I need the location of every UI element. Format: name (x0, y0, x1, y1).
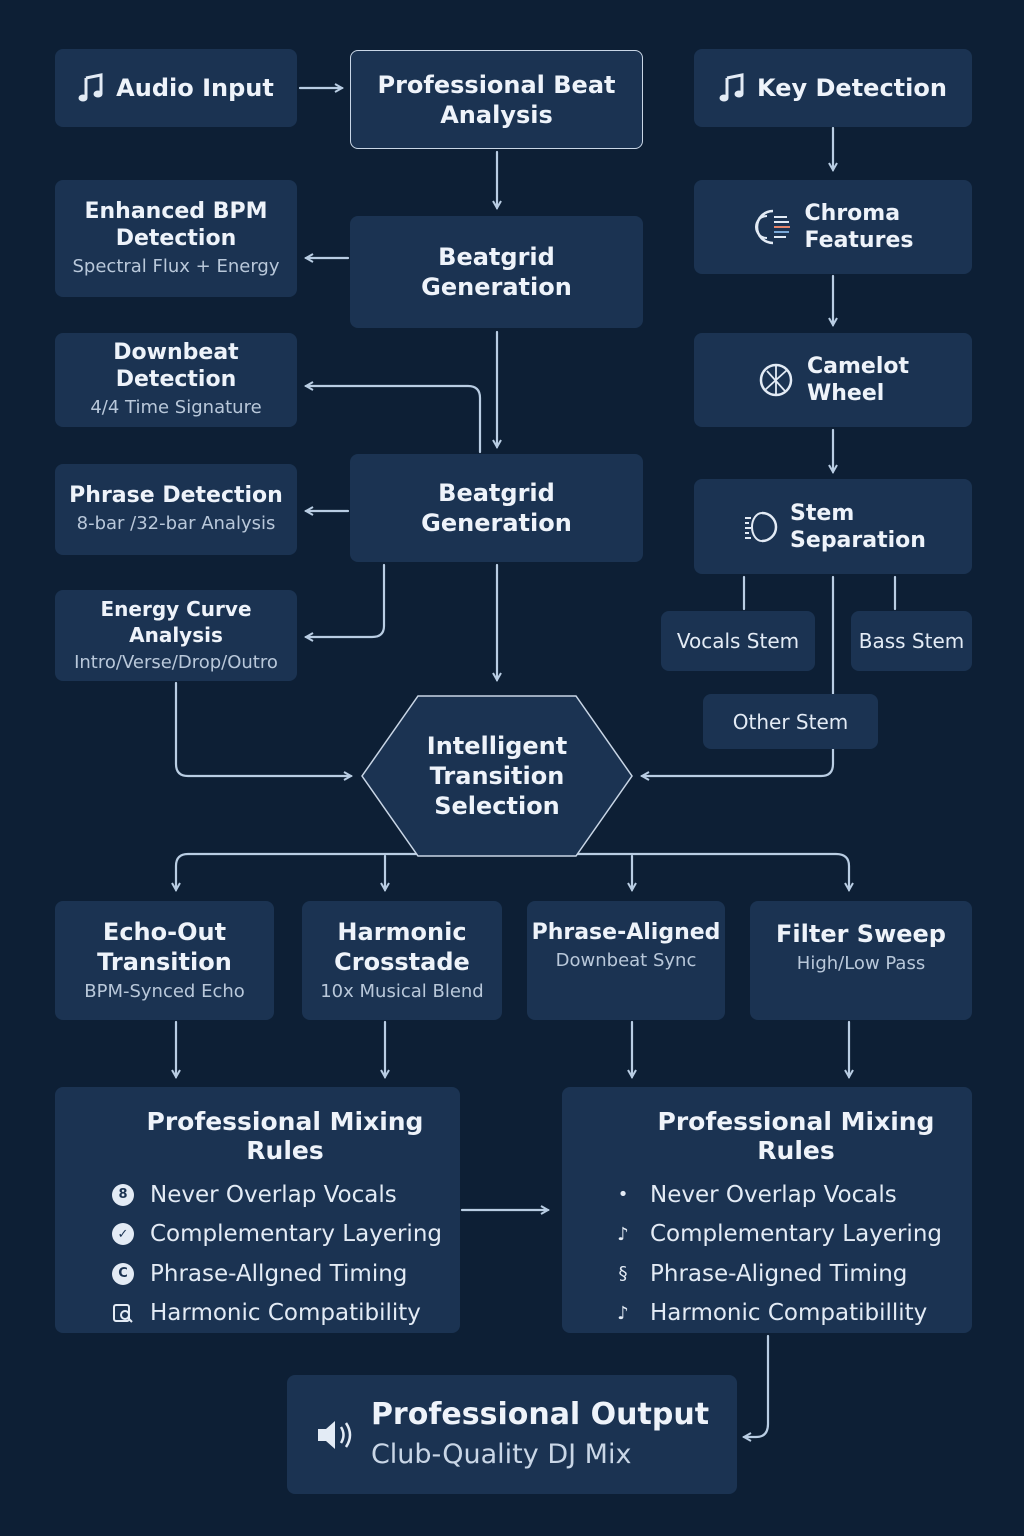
beatgrid-generation-node-1: Beatgrid Generation (350, 216, 643, 328)
harmonic-node: Harmonic Crosstade 10x Musical Blend (302, 901, 502, 1020)
output-title: Professional Output (370, 1396, 710, 1432)
camelot-wheel-node: Camelot Wheel (694, 333, 972, 427)
output-subtitle: Club-Quality DJ Mix (370, 1438, 632, 1470)
bass-stem-title: Bass Stem (858, 629, 965, 653)
rule-text: Phrase-Aligned Timing (650, 1260, 908, 1287)
mixing-rules-left-panel: Professional Mixing Rules 8 Never Overla… (55, 1087, 460, 1333)
rules-right-title: Professional Mixing Rules (657, 1107, 935, 1165)
check-circle-icon: ✓ (112, 1223, 134, 1246)
filter-sweep-node: Filter Sweep High/Low Pass (750, 901, 972, 1020)
echo-out-title: Echo-Out Transition (97, 917, 232, 976)
rule-item: ♪ Complementary Layering (610, 1215, 942, 1255)
phrase-detection-node: Phrase Detection 8-bar /32-bar Analysis (55, 464, 297, 555)
camelot-title: Camelot Wheel (806, 354, 909, 406)
downbeat-subtitle: 4/4 Time Signature (90, 397, 262, 418)
music-note-icon: ♪ (617, 1223, 629, 1245)
bass-stem-node: Bass Stem (851, 611, 972, 671)
transition-selection-title: Intelligent Transition Selection (426, 732, 568, 820)
camelot-wheel-icon (757, 361, 795, 399)
rule-item: ✓ Complementary Layering (110, 1215, 442, 1255)
bpm-detection-title: Enhanced BPM Detection (84, 198, 268, 251)
rule-item: § Phrase-Aligned Timing (610, 1254, 908, 1294)
filter-sweep-title: Filter Sweep (776, 920, 946, 948)
rule-text: Complementary Layering (150, 1221, 442, 1248)
rule-text: Harmonic Compatibility (150, 1300, 421, 1327)
downbeat-detection-node: Downbeat Detection 4/4 Time Signature (55, 333, 297, 427)
echo-out-node: Echo-Out Transition BPM-Synced Echo (55, 901, 274, 1020)
beatgrid-1-title: Beatgrid Generation (421, 243, 572, 301)
transition-selection-node: Intelligent Transition Selection (400, 712, 594, 840)
bpm-detection-node: Enhanced BPM Detection Spectral Flux + E… (55, 180, 297, 297)
music-note-icon: ♪ (617, 1302, 629, 1324)
echo-out-subtitle: BPM-Synced Echo (84, 980, 245, 1002)
stem-separation-node: Stem Separation (694, 479, 972, 574)
beatgrid-generation-node-2: Beatgrid Generation (350, 454, 643, 562)
music-note-icon (719, 73, 745, 103)
beat-analysis-title: Professional Beat Analysis (377, 70, 616, 129)
rule-item: • Never Overlap Vocals (610, 1175, 897, 1215)
stem-separation-icon (740, 508, 778, 546)
phrase-title: Phrase Detection (69, 483, 283, 508)
rule-item: 8 Never Overlap Vocals (110, 1175, 397, 1215)
bpm-detection-subtitle: Spectral Flux + Energy (72, 255, 280, 277)
phrase-aligned-node: Phrase-Aligned Downbeat Sync (527, 901, 725, 1020)
other-stem-node: Other Stem (703, 694, 878, 749)
rule-text: Harmonic Compatibillity (650, 1300, 928, 1327)
energy-subtitle: Intro/Verse/Drop/Outro (74, 651, 278, 673)
music-note-icon (78, 73, 104, 103)
stem-sep-title: Stem Separation (790, 500, 926, 553)
rule-item: Harmonic Compatibility (110, 1294, 421, 1334)
filter-sweep-subtitle: High/Low Pass (796, 953, 926, 974)
speaker-icon (315, 1417, 355, 1453)
phrase-aligned-title: Phrase-Aligned (531, 920, 721, 945)
key-detection-node: Key Detection (694, 49, 972, 127)
section-icon: § (618, 1263, 628, 1285)
mixing-rules-right-panel: Professional Mixing Rules • Never Overla… (562, 1087, 972, 1333)
professional-output-node: Professional Output Club-Quality DJ Mix (287, 1375, 737, 1494)
square-search-icon (110, 1302, 136, 1324)
vocals-stem-title: Vocals Stem (676, 629, 800, 653)
harmonic-title: Harmonic Crosstade (334, 917, 470, 976)
rules-left-title: Professional Mixing Rules (146, 1107, 424, 1165)
chroma-title: Chroma Features (804, 201, 914, 253)
beatgrid-2-title: Beatgrid Generation (421, 479, 572, 537)
energy-curve-node: Energy Curve Analysis Intro/Verse/Drop/O… (55, 590, 297, 681)
bullet-icon: • (617, 1184, 629, 1206)
audio-input-title: Audio Input (116, 74, 274, 102)
rule-text: Never Overlap Vocals (150, 1181, 397, 1208)
transition-selection-hexagon (361, 695, 633, 857)
chroma-features-node: Chroma Features (694, 180, 972, 274)
vocals-stem-node: Vocals Stem (661, 611, 815, 671)
rule-text: Never Overlap Vocals (650, 1181, 897, 1208)
energy-title: Energy Curve Analysis (100, 596, 252, 647)
phrase-aligned-subtitle: Downbeat Sync (555, 950, 697, 971)
rule-text: Phrase-Allgned Timing (150, 1260, 408, 1287)
harmonic-subtitle: 10x Musical Blend (320, 980, 484, 1002)
key-detection-title: Key Detection (757, 74, 947, 102)
c-badge-icon: C (112, 1262, 134, 1285)
phrase-subtitle: 8-bar /32-bar Analysis (76, 513, 276, 534)
downbeat-title: Downbeat Detection (113, 340, 239, 392)
rule-item: C Phrase-Allgned Timing (110, 1254, 407, 1294)
audio-input-node: Audio Input (55, 49, 297, 127)
chroma-icon (753, 207, 793, 247)
rule-text: Complementary Layering (650, 1221, 942, 1248)
rule-item: ♪ Harmonic Compatibillity (610, 1294, 927, 1334)
other-stem-title: Other Stem (732, 709, 849, 734)
beat-analysis-node: Professional Beat Analysis (350, 50, 643, 149)
number-badge-icon: 8 (112, 1183, 134, 1206)
